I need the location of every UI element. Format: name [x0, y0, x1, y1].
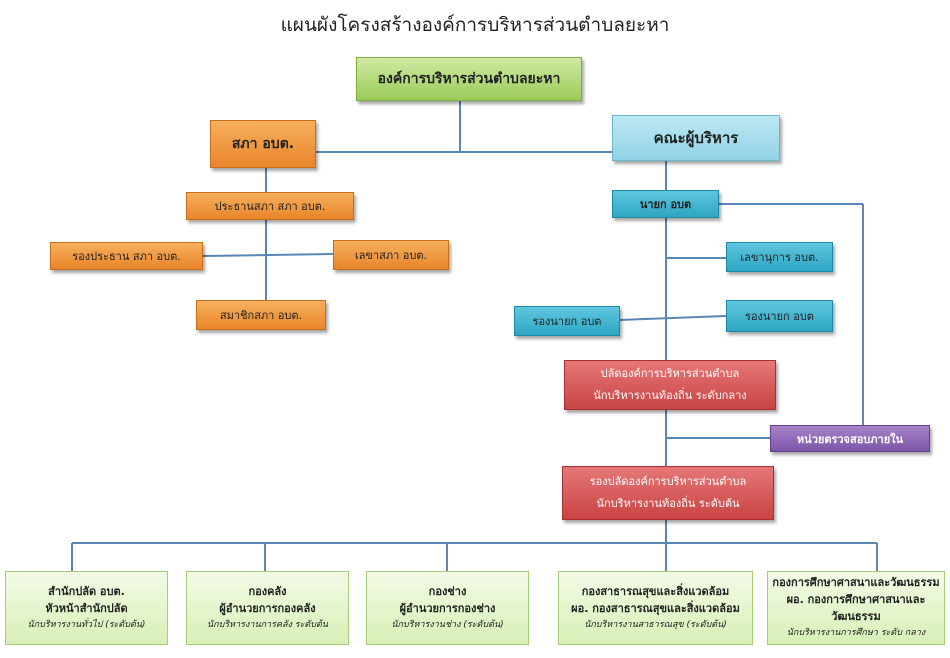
department-public-health: กองสาธารณสุขและสิ่งแวดล้อม ผอ. กองสาธารณ… [558, 571, 753, 645]
page-title: แผนผังโครงสร้างองค์การบริหารส่วนตำบลยะหา [280, 14, 670, 36]
deputy-clerk-title: รองปลัดองค์การบริหารส่วนตำบล [589, 475, 747, 488]
council-secretary-box: เลขาสภา อบต. [333, 240, 449, 270]
clerk-title: ปลัดองค์การบริหารส่วนตำบล [600, 367, 740, 380]
council-vice-chair-box: รองประธาน สภา อบต. [50, 242, 203, 270]
department-name: สำนักปลัด อบต. [48, 584, 125, 598]
root-organization-box: องค์การบริหารส่วนตำบลยะหา [356, 57, 582, 101]
deputy-clerk-box: รองปลัดองค์การบริหารส่วนตำบล นักบริหารงา… [562, 466, 774, 520]
department-head: ผอ. กองสาธารณสุขและสิ่งแวดล้อม [571, 601, 740, 615]
department-level: นักบริหารงานการคลัง ระดับต้น [207, 619, 328, 630]
department-name: กองคลัง [248, 584, 287, 598]
department-name: กองช่าง [428, 584, 467, 598]
clerk-level: นักบริหารงานท้องถิ่น ระดับกลาง [593, 389, 747, 402]
mayor-box: นายก อบต [612, 190, 719, 218]
department-level: นักบริหารงานสาธารณสุข (ระดับต้น) [584, 619, 727, 630]
deputy-mayor-right-box: รองนายก อบต [726, 300, 833, 332]
department-finance: กองคลัง ผู้อำนวยการกองคลัง นักบริหารงานก… [186, 571, 349, 645]
department-head: ผอ. กองการศึกษาศาสนาและวัฒนธรรม [786, 593, 926, 623]
department-level: นักบริหารงานการศึกษา ระดับ กลาง [786, 628, 926, 638]
department-name: กองสาธารณสุขและสิ่งแวดล้อม [581, 584, 730, 598]
department-engineering: กองช่าง ผู้อำนวยการกองช่าง นักบริหารงานช… [366, 571, 529, 645]
department-head: ผู้อำนวยการกองช่าง [399, 601, 496, 615]
department-level: นักบริหารงานทั่วไป (ระดับต้น) [27, 619, 146, 630]
mayor-secretary-box: เลขานุการ อบต. [726, 242, 833, 272]
deputy-mayor-left-box: รองนายก อบต [514, 306, 620, 336]
department-level: นักบริหารงานช่าง (ระดับต้น) [391, 619, 504, 630]
department-head: ผู้อำนวยการกองคลัง [219, 601, 316, 615]
executive-head-box: คณะผู้บริหาร [612, 115, 780, 161]
deputy-clerk-level: นักบริหารงานท้องถิ่น ระดับต้น [596, 497, 740, 510]
department-name: กองการศึกษาศาสนาและวัฒนธรรม [772, 576, 940, 589]
internal-audit-box: หน่วยตรวจสอบภายใน [770, 425, 930, 452]
council-member-box: สมาชิกสภา อบต. [196, 300, 326, 330]
council-head-box: สภา อบต. [210, 120, 316, 168]
department-office-of-clerk: สำนักปลัด อบต. หัวหน้าสำนักปลัด นักบริหา… [5, 571, 168, 645]
council-chair-box: ประธานสภา สภา อบต. [186, 192, 354, 220]
clerk-box: ปลัดองค์การบริหารส่วนตำบล นักบริหารงานท้… [564, 360, 776, 410]
department-head: หัวหน้าสำนักปลัด [45, 601, 128, 615]
department-education: กองการศึกษาศาสนาและวัฒนธรรม ผอ. กองการศึ… [767, 571, 945, 645]
